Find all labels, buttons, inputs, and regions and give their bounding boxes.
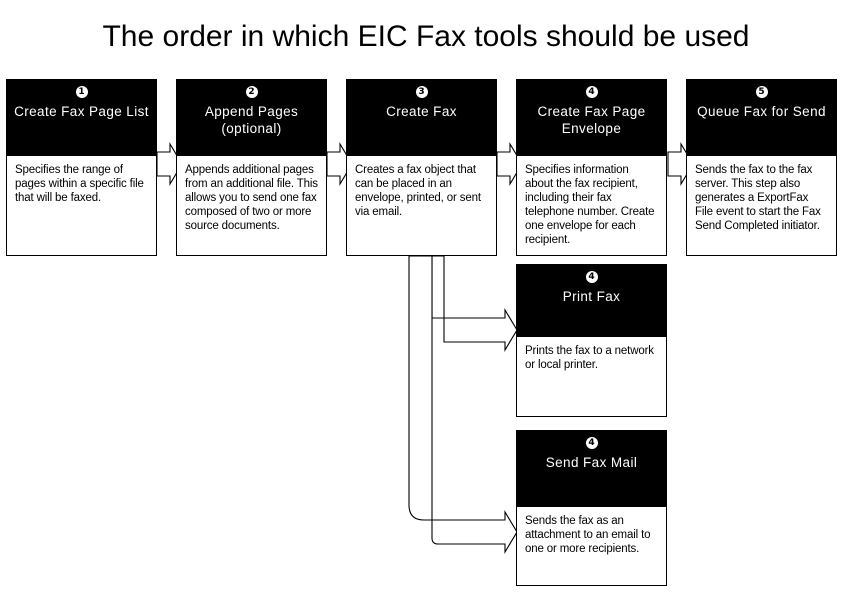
step-badge: 3 [415, 86, 428, 98]
node-header: 4 Create Fax Page Envelope [517, 80, 666, 156]
step-badge: 4 [585, 86, 598, 98]
node-description: Sends the fax to the fax server. This st… [687, 156, 836, 255]
node-description: Specifies the range of pages within a sp… [7, 156, 156, 255]
node-title: Create Fax [386, 104, 457, 119]
node-description: Creates a fax object that can be placed … [347, 156, 496, 255]
node-send-fax-mail[interactable]: 4 Send Fax Mail Sends the fax as an atta… [516, 430, 667, 586]
node-header: 2 Append Pages (optional) [177, 80, 326, 156]
node-header: 1 Create Fax Page List [7, 80, 156, 156]
page-title: The order in which EIC Fax tools should … [102, 20, 750, 53]
node-description: Prints the fax to a network or local pri… [517, 337, 666, 416]
node-append-pages[interactable]: 2 Append Pages (optional) Appends additi… [176, 79, 327, 256]
step-badge: 5 [755, 86, 768, 98]
node-create-fax-page-list[interactable]: 1 Create Fax Page List Specifies the ran… [6, 79, 157, 256]
step-badge: 2 [245, 86, 258, 98]
node-description: Specifies information about the fax reci… [517, 156, 666, 255]
node-title: Create Fax Page List [14, 104, 149, 119]
step-badge: 4 [585, 271, 598, 283]
node-header: 4 Send Fax Mail [517, 431, 666, 507]
node-title: Append Pages (optional) [204, 104, 299, 136]
node-description: Appends additional pages from an additio… [177, 156, 326, 255]
node-header: 5 Queue Fax for Send [687, 80, 836, 156]
node-title: Queue Fax for Send [697, 104, 826, 119]
step-badge: 4 [585, 437, 598, 449]
node-queue-fax-for-send[interactable]: 5 Queue Fax for Send Sends the fax to th… [686, 79, 837, 256]
node-header: 4 Print Fax [517, 265, 666, 337]
node-print-fax[interactable]: 4 Print Fax Prints the fax to a network … [516, 264, 667, 417]
node-create-fax[interactable]: 3 Create Fax Creates a fax object that c… [346, 79, 497, 256]
step-badge: 1 [75, 86, 88, 98]
node-title: Send Fax Mail [545, 455, 638, 470]
node-title: Create Fax Page Envelope [537, 104, 646, 136]
connector-3-to-print-fax [431, 255, 518, 352]
node-description: Sends the fax as an attachment to an ema… [517, 507, 666, 585]
node-title: Print Fax [562, 289, 621, 304]
node-header: 3 Create Fax [347, 80, 496, 156]
connector-3-to-send-fax-mail [408, 255, 518, 554]
node-create-fax-page-envelope[interactable]: 4 Create Fax Page Envelope Specifies inf… [516, 79, 667, 256]
